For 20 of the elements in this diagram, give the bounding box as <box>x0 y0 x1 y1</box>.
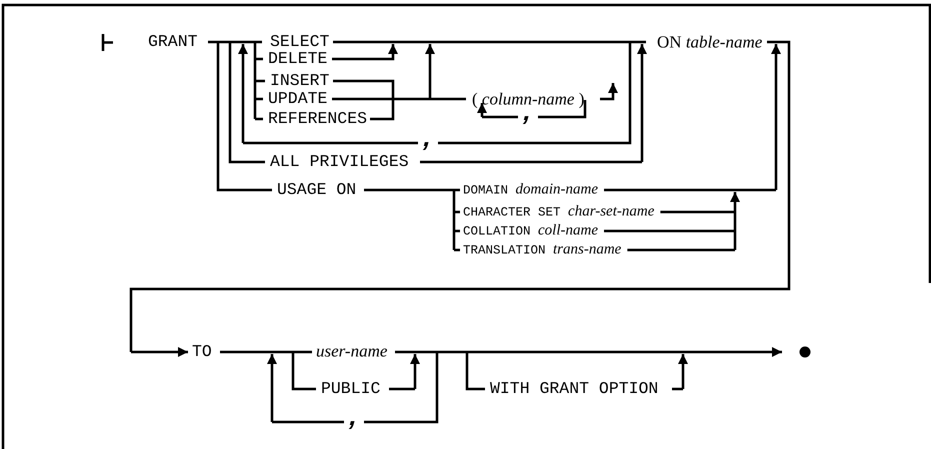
keyword-label: ALL PRIVILEGES <box>270 154 409 170</box>
keyword-label: SELECT <box>270 34 330 50</box>
keyword-label: WITH GRANT OPTION <box>490 380 658 398</box>
syntax-label: ( column-name ) <box>472 90 584 108</box>
keyword-label: REFERENCES <box>268 110 368 128</box>
syntax-label: CHARACTER SET char-set-name <box>463 204 654 220</box>
keyword-label: USAGE ON <box>277 182 356 198</box>
keyword-label: PUBLIC <box>321 380 380 398</box>
placeholder-label: user-name <box>316 342 388 360</box>
syntax-label: COLLATION coll-name <box>463 224 598 238</box>
separator-comma: , <box>420 124 436 150</box>
separator-comma: , <box>346 403 362 429</box>
keyword-label: INSERT <box>270 72 330 90</box>
syntax-label: DOMAIN domain-name <box>463 182 598 198</box>
syntax-label: TRANSLATION trans-name <box>463 242 622 258</box>
keyword-label: TO <box>192 344 212 360</box>
syntax-label: ON table-name <box>657 34 762 50</box>
keyword-label: DELETE <box>268 50 328 68</box>
keyword-label: GRANT <box>148 34 198 50</box>
keyword-label: UPDATE <box>268 90 328 108</box>
